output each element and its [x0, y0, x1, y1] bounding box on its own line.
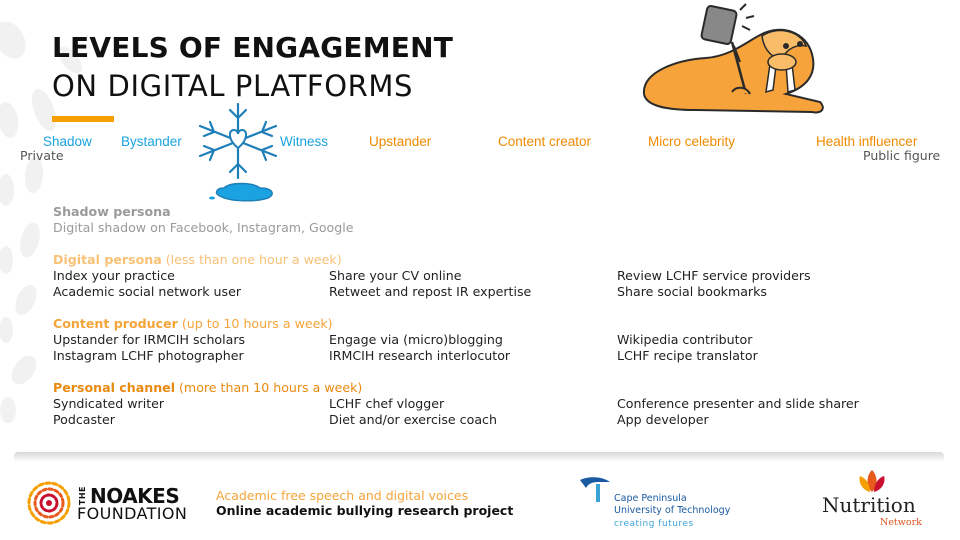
scale-right-label: Public figure: [863, 148, 941, 163]
cput-name-1: Cape Peninsula: [614, 493, 687, 504]
list-item: App developer: [617, 412, 709, 427]
page-title-line1: LEVELS OF ENGAGEMENT: [52, 31, 454, 64]
list-item: Upstander for IRMCIH scholars: [53, 332, 246, 347]
list-item: Academic social network user: [53, 284, 241, 299]
cput-logo-icon: [580, 477, 610, 502]
level-content-creator: Content creator: [498, 134, 592, 149]
noakes-name-text: NOAKES: [90, 484, 180, 508]
snowflake-heart-icon: [198, 102, 278, 202]
list-item: IRMCIH research interlocutor: [329, 348, 511, 363]
level-shadow: Shadow: [43, 134, 92, 149]
list-item: Index your practice: [53, 268, 175, 283]
list-item: LCHF recipe translator: [617, 348, 758, 363]
noakes-logo-icon: [27, 481, 71, 525]
nutrition-network-logo-icon: [859, 470, 885, 492]
list-item: Share your CV online: [329, 268, 462, 283]
nutrition-network-name: Nutrition: [822, 493, 916, 517]
list-item: Diet and/or exercise coach: [329, 412, 497, 427]
list-item: LCHF chef vlogger: [329, 396, 445, 411]
heading-note: (more than 10 hours a week): [175, 380, 363, 395]
section-heading-content: Content producer (up to 10 hours a week): [53, 316, 333, 332]
level-witness: Witness: [280, 134, 329, 149]
nutrition-network-sub: Network: [880, 517, 922, 528]
list-item: Engage via (micro)blogging: [329, 332, 503, 347]
noakes-foundation-text: FOUNDATION: [77, 504, 188, 523]
cput-motto: creating futures: [614, 519, 694, 529]
tagline-1: Academic free speech and digital voices: [216, 488, 469, 503]
list-item: Podcaster: [53, 412, 115, 427]
level-micro-celebrity: Micro celebrity: [648, 134, 736, 149]
walrus-selfie-icon: [642, 3, 824, 114]
tagline-2: Online academic bullying research projec…: [216, 503, 514, 518]
list-item: Instagram LCHF photographer: [53, 348, 244, 363]
noakes-the-text: THE: [78, 486, 87, 506]
section-heading-personal: Personal channel (more than 10 hours a w…: [53, 380, 362, 396]
cput-name-2: University of Technology: [614, 505, 731, 516]
list-item: Share social bookmarks: [617, 284, 767, 299]
footer-divider: [14, 452, 944, 462]
heading-note: (up to 10 hours a week): [177, 316, 333, 331]
level-health-influencer: Health influencer: [816, 134, 918, 149]
heading-text: Digital persona: [53, 252, 162, 267]
section-heading-digital: Digital persona (less than one hour a we…: [53, 252, 342, 268]
page-title-line2: ON DIGITAL PLATFORMS: [52, 69, 414, 103]
heading-text: Content producer: [53, 316, 178, 331]
list-item: Conference presenter and slide sharer: [617, 396, 859, 411]
level-bystander: Bystander: [121, 134, 182, 149]
list-item: Syndicated writer: [53, 396, 165, 411]
heading-note: (less than one hour a week): [161, 252, 342, 267]
list-item: Review LCHF service providers: [617, 268, 811, 283]
scale-left-label: Private: [20, 148, 64, 163]
shadow-line: Digital shadow on Facebook, Instagram, G…: [53, 220, 354, 235]
level-upstander: Upstander: [369, 134, 432, 149]
section-heading-shadow: Shadow persona: [53, 204, 171, 219]
title-accent-bar: [52, 116, 114, 122]
heading-text: Personal channel: [53, 380, 176, 395]
list-item: Wikipedia contributor: [617, 332, 753, 347]
list-item: Retweet and repost IR expertise: [329, 284, 532, 299]
